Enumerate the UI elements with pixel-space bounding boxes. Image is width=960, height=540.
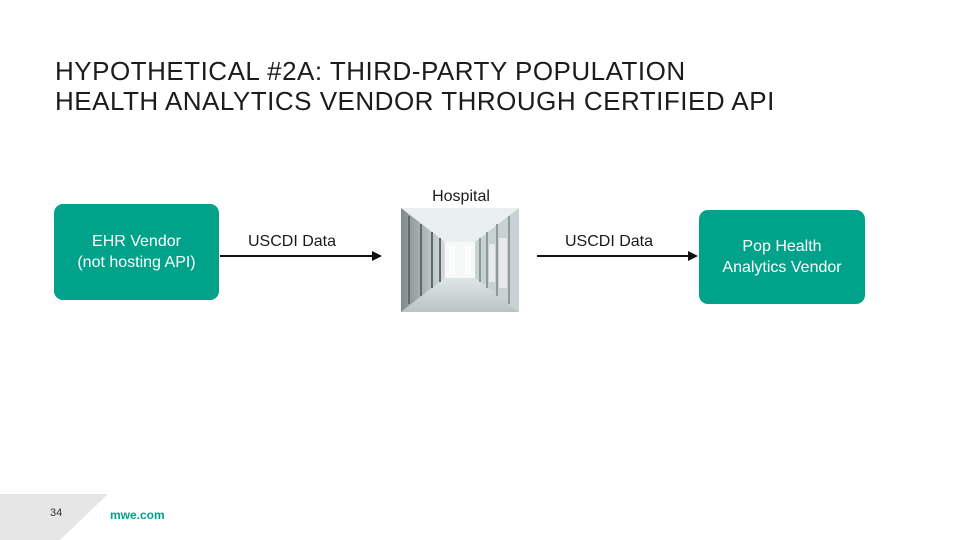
page-number: 34 (50, 507, 63, 519)
flow-label-left: USCDI Data (248, 233, 337, 250)
pop-health-vendor-sublabel: Analytics Vendor (722, 259, 842, 276)
ehr-vendor-label: EHR Vendor (92, 233, 181, 250)
slide-title-line-1: HYPOTHETICAL #2A: THIRD-PARTY POPULATION (55, 56, 686, 86)
ehr-vendor-sublabel: (not hosting API) (77, 254, 196, 271)
ehr-vendor-box: EHR Vendor (not hosting API) (54, 204, 219, 300)
hospital-corridor-photo-icon (401, 208, 519, 312)
slide-title-line-2: HEALTH ANALYTICS VENDOR THROUGH CERTIFIE… (55, 86, 775, 116)
footer-tab (0, 494, 108, 540)
hospital-label: Hospital (432, 188, 490, 205)
pop-health-vendor-box: Pop Health Analytics Vendor (699, 210, 865, 304)
slide-title: HYPOTHETICAL #2A: THIRD-PARTY POPULATION… (55, 56, 915, 116)
footer-url: mwe.com (110, 508, 165, 522)
pop-health-vendor-label: Pop Health (742, 238, 822, 255)
hospital-image (401, 208, 519, 312)
flow-label-right: USCDI Data (565, 233, 654, 250)
